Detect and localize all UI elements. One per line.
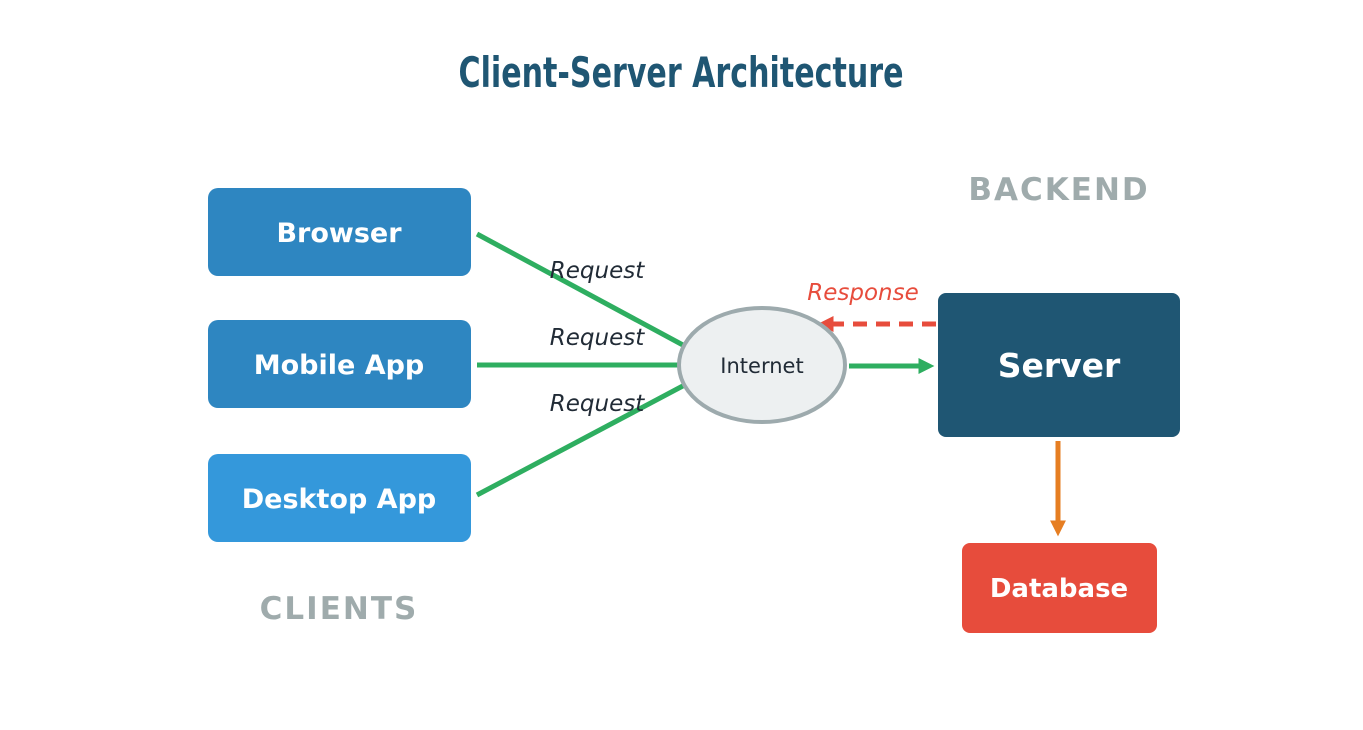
server-node-box [938,293,1180,437]
desktop-app-node: Desktop App [208,454,471,542]
database-node-box [962,543,1157,633]
request-label-3: Request [550,391,645,417]
mobile-app-node-label: Mobile App [254,350,425,381]
request-label-2: Request [550,325,645,351]
browser-node-box [208,188,471,276]
desktop-app-node-box [208,454,471,542]
desktop-app-node-label: Desktop App [242,484,436,515]
browser-node: Browser [208,188,471,276]
database-node: Database [962,543,1157,633]
clients-section-label: CLIENTS [260,591,419,627]
database-node-label: Database [990,574,1128,604]
server-node-label: Server [998,346,1121,385]
internet-node-ellipse [677,306,847,424]
request-label-1: Request [550,258,645,284]
internet-node: Internet [677,306,847,424]
diagram-title: Client-Server Architecture [459,48,904,97]
mobile-app-node: Mobile App [208,320,471,408]
browser-node-label: Browser [276,218,402,249]
server-node: Server [938,293,1180,437]
response-label: Response [807,280,919,306]
backend-section-label: BACKEND [968,172,1149,208]
request-arrow-browser [475,231,707,358]
request-arrow-desktop-app [475,373,707,498]
internet-node-label: Internet [720,354,803,378]
mobile-app-node-box [208,320,471,408]
